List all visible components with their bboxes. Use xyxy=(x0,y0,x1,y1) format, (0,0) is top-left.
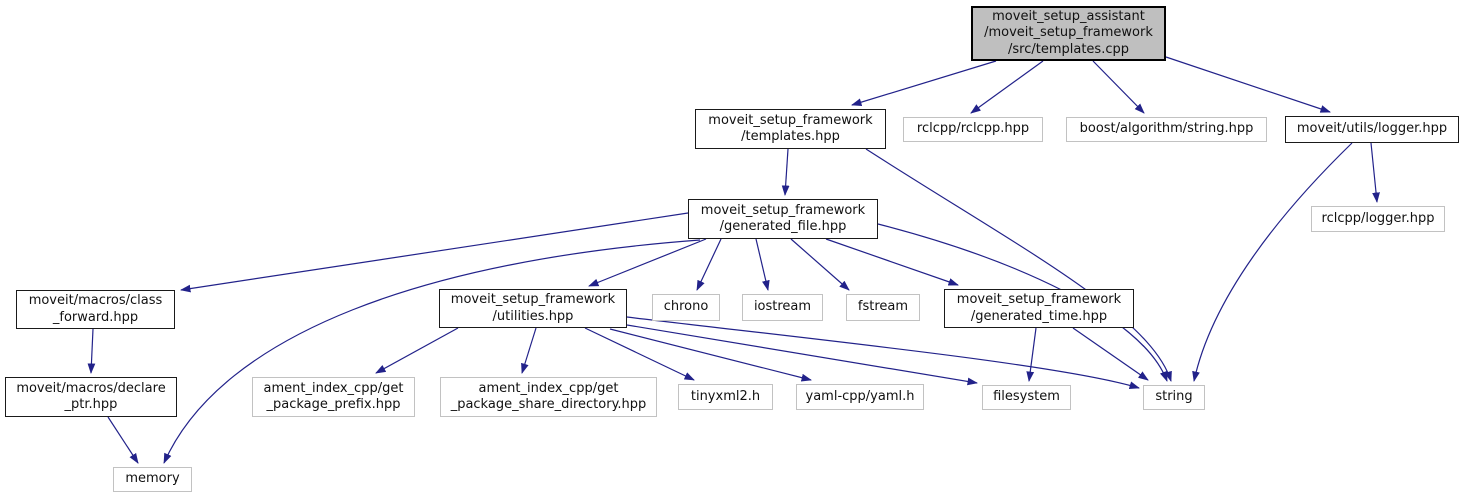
edge-generated-time-to-filesystem xyxy=(1026,327,1037,382)
node-filesystem: filesystem xyxy=(982,385,1071,410)
node-ament-get-package-prefix-hpp: ament_index_cpp/get _package_prefix.hpp xyxy=(252,377,415,417)
node-fstream: fstream xyxy=(846,294,920,321)
node-moveit-utils-logger-hpp[interactable]: moveit/utils/logger.hpp xyxy=(1285,116,1459,143)
edge-templates-hpp-to-string xyxy=(865,148,1172,382)
edge-generated-file-to-utilities xyxy=(588,238,707,287)
edge-root-to-boost-string xyxy=(1092,60,1145,114)
node-iostream: iostream xyxy=(742,294,823,321)
edge-generated-time-to-string xyxy=(1072,327,1149,381)
node-declare-ptr-hpp[interactable]: moveit/macros/declare _ptr.hpp xyxy=(5,377,177,417)
node-class-forward-hpp[interactable]: moveit/macros/class _forward.hpp xyxy=(16,290,175,329)
node-yaml-cpp-yaml-h: yaml-cpp/yaml.h xyxy=(796,384,924,410)
edge-declare-ptr-to-memory xyxy=(107,416,139,464)
edge-root-to-rclcpp-rclcpp xyxy=(970,60,1044,114)
node-string: string xyxy=(1143,385,1205,410)
edge-generated-file-to-chrono xyxy=(696,238,722,291)
node-generated-file-hpp[interactable]: moveit_setup_framework /generated_file.h… xyxy=(688,199,878,239)
node-generated-time-hpp[interactable]: moveit_setup_framework /generated_time.h… xyxy=(944,289,1134,328)
edge-utils-logger-to-rclcpp-logger xyxy=(1370,142,1380,203)
edge-utilities-to-tinyxml2 xyxy=(584,327,695,381)
node-utilities-hpp[interactable]: moveit_setup_framework /utilities.hpp xyxy=(439,289,627,328)
node-templates-cpp-root: moveit_setup_assistant /moveit_setup_fra… xyxy=(971,6,1166,61)
edge-templates-hpp-to-generated-file xyxy=(781,148,790,196)
node-ament-get-package-share-directory-hpp: ament_index_cpp/get _package_share_direc… xyxy=(440,377,657,417)
node-memory: memory xyxy=(113,467,192,492)
node-rclcpp-rclcpp-hpp: rclcpp/rclcpp.hpp xyxy=(903,117,1043,142)
edge-utilities-to-pkg-share-dir xyxy=(521,327,537,374)
edge-utilities-to-string xyxy=(626,316,1140,389)
edge-utilities-to-pkg-prefix xyxy=(375,327,459,374)
node-templates-hpp[interactable]: moveit_setup_framework /templates.hpp xyxy=(695,109,886,149)
edge-class-forward-to-declare-ptr xyxy=(87,328,96,374)
edge-root-to-templates-hpp xyxy=(851,60,997,106)
edge-utilities-to-yaml-cpp xyxy=(609,328,812,382)
edge-utilities-to-filesystem xyxy=(626,324,978,386)
node-rclcpp-logger-hpp: rclcpp/logger.hpp xyxy=(1311,206,1445,232)
edge-generated-file-to-fstream xyxy=(790,238,850,291)
node-tinyxml2-h: tinyxml2.h xyxy=(678,384,773,410)
node-chrono: chrono xyxy=(652,294,720,321)
node-boost-algorithm-string-hpp: boost/algorithm/string.hpp xyxy=(1066,117,1267,142)
edge-generated-file-to-generated-time xyxy=(825,238,959,286)
edge-utils-logger-to-string xyxy=(1192,142,1353,382)
edge-generated-file-to-iostream xyxy=(755,238,770,291)
edge-root-to-utils-logger xyxy=(1165,56,1331,113)
edge-generated-file-to-memory xyxy=(163,239,701,464)
edge-generated-file-to-class-forward xyxy=(180,212,689,293)
